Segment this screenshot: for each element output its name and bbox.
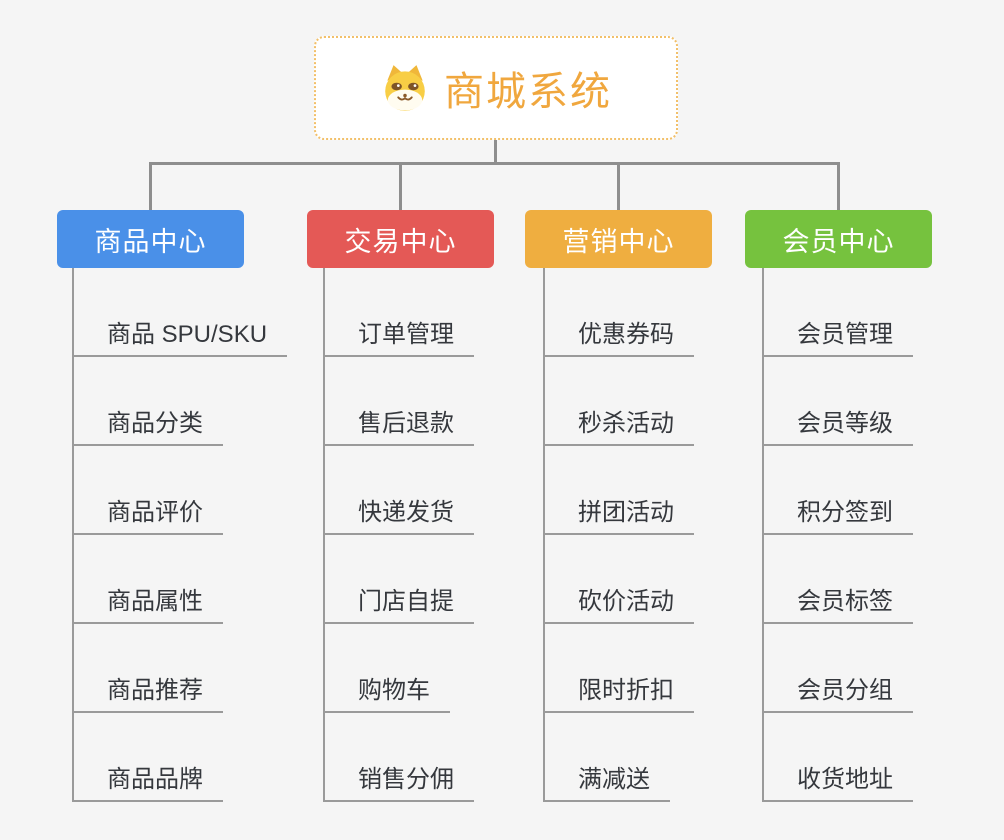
leaf-node[interactable]: 门店自提 (323, 589, 474, 624)
root-node[interactable]: 商城系统 (314, 36, 678, 140)
leaf-node[interactable]: 收货地址 (762, 767, 913, 802)
leaf-node[interactable]: 拼团活动 (543, 500, 694, 535)
branch-connector-product (72, 268, 74, 802)
leaf-node[interactable]: 优惠券码 (543, 322, 694, 357)
leaf-node[interactable]: 会员等级 (762, 411, 913, 446)
leaf-node[interactable]: 商品品牌 (72, 767, 223, 802)
leaf-node[interactable]: 快递发货 (323, 500, 474, 535)
connector-drop-marketing (617, 162, 620, 210)
leaf-node[interactable]: 秒杀活动 (543, 411, 694, 446)
connector-drop-product (149, 162, 152, 210)
branch-header-marketing-center[interactable]: 营销中心 (525, 210, 712, 268)
leaf-node[interactable]: 售后退款 (323, 411, 474, 446)
connector-root-stub (494, 140, 497, 164)
branch-connector-member (762, 268, 764, 802)
leaf-node[interactable]: 商品属性 (72, 589, 223, 624)
branch-header-product-center[interactable]: 商品中心 (57, 210, 244, 268)
root-title: 商城系统 (444, 70, 612, 114)
leaf-node[interactable]: 会员管理 (762, 322, 913, 357)
leaf-node[interactable]: 满减送 (543, 767, 670, 802)
branch-connector-trade (323, 268, 325, 802)
leaf-node[interactable]: 会员分组 (762, 678, 913, 713)
leaf-node[interactable]: 会员标签 (762, 589, 913, 624)
connector-bus (149, 162, 840, 165)
branch-header-member-center[interactable]: 会员中心 (745, 210, 932, 268)
leaf-node[interactable]: 销售分佣 (323, 767, 474, 802)
leaf-node[interactable]: 商品 SPU/SKU (72, 322, 288, 357)
leaf-node[interactable]: 购物车 (323, 678, 450, 713)
connector-drop-trade (399, 162, 402, 210)
leaf-node[interactable]: 积分签到 (762, 500, 913, 535)
leaf-node[interactable]: 商品评价 (72, 500, 223, 535)
leaf-node[interactable]: 订单管理 (323, 322, 474, 357)
connector-drop-member (837, 162, 840, 210)
leaf-node[interactable]: 商品推荐 (72, 678, 223, 713)
leaf-node[interactable]: 限时折扣 (543, 678, 694, 713)
doge-icon (385, 65, 425, 111)
branch-header-trade-center[interactable]: 交易中心 (307, 210, 494, 268)
leaf-node[interactable]: 商品分类 (72, 411, 223, 446)
branch-connector-marketing (543, 268, 545, 802)
leaf-node[interactable]: 砍价活动 (543, 589, 694, 624)
